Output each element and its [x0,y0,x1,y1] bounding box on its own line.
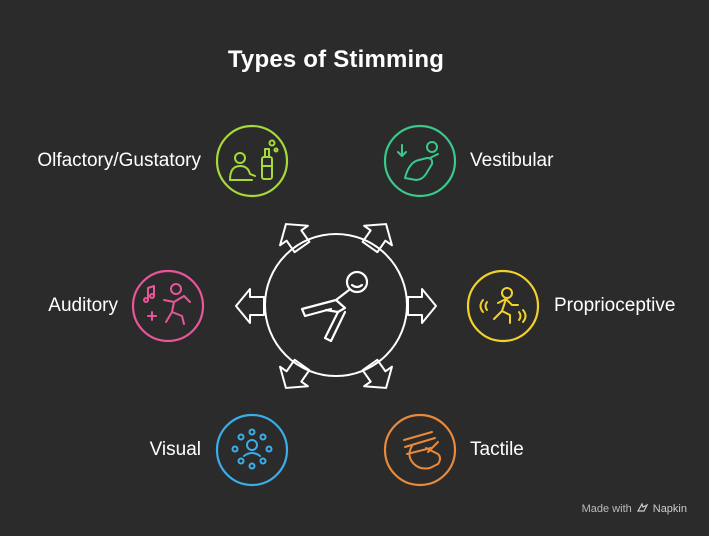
label-olfactory-gustatory: Olfactory/Gustatory [37,150,201,171]
arrow-top-left [279,223,311,254]
label-vestibular: Vestibular [470,150,554,171]
smell-taste-icon [229,139,279,181]
arrow-left [235,288,265,324]
stretching-figure-icon [300,270,369,343]
eye-dots-icon [231,428,273,470]
arrow-bottom-right [361,358,393,389]
label-tactile: Tactile [470,439,524,460]
node-visual [215,413,289,487]
node-auditory [131,269,205,343]
watermark-brand: Napkin [652,503,687,515]
napkin-logo-icon [636,502,649,516]
arrow-bottom-left [279,358,311,389]
running-person-icon [479,287,527,324]
node-olfactory-gustatory [215,124,289,198]
hand-touch-icon [403,431,441,470]
arrow-top-right [361,223,393,254]
label-auditory: Auditory [48,295,118,316]
label-proprioceptive: Proprioceptive [554,295,676,316]
node-vestibular [383,124,457,198]
diagram-title: Types of Stimming [227,46,445,73]
node-tactile [383,413,457,487]
label-visual: Visual [149,439,201,460]
watermark: Made with Napkin [582,502,687,516]
recline-icon [397,141,439,181]
watermark-prefix: Made with [581,503,632,515]
node-proprioceptive [466,269,540,343]
center-circle [264,233,408,377]
dance-music-icon [143,283,191,325]
arrow-right [407,288,437,324]
